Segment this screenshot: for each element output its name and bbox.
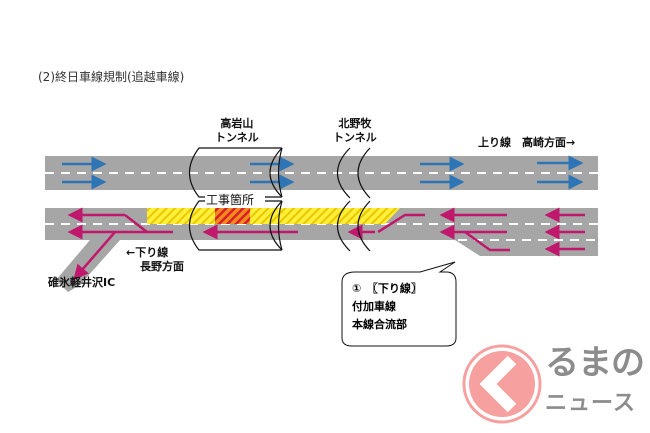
- construction-area: [215, 208, 250, 224]
- downbound-road: [45, 208, 598, 292]
- logo-subtext: ニュース: [545, 391, 636, 416]
- downbound-arrows: [67, 207, 585, 280]
- upbound-label: 上り線 高崎方面→: [478, 136, 576, 149]
- construction-label: 工事箇所: [206, 193, 255, 207]
- closed-lane-hatch: [147, 208, 400, 224]
- tunnel-takaiwayama: [188, 147, 283, 251]
- logo-text: るまの: [545, 343, 645, 383]
- diagram-title: (2)終日車線規制(追越車線): [38, 70, 185, 84]
- tunnel-label-kitanomaki: 北野牧トンネル: [333, 117, 377, 144]
- downbound-label: ←下り線長野方面: [126, 246, 184, 273]
- tunnel-label-takaiwayama: 高岩山トンネル: [215, 117, 259, 144]
- callout-text: ① 〖下り線〗 付加車線 本線合流部: [352, 282, 422, 331]
- interchange-label: 碓氷軽井沢IC: [48, 276, 116, 289]
- callout-bubble: [341, 261, 457, 347]
- logo-icon: [462, 344, 542, 424]
- tunnel-kitanomaki: [336, 147, 371, 252]
